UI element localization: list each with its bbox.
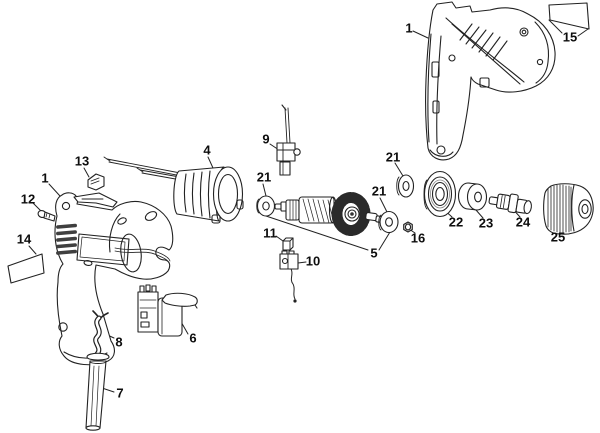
callout-21-bearing-front: 21 xyxy=(256,169,272,185)
switch-drawing xyxy=(137,284,198,337)
callout-23-washer: 23 xyxy=(478,215,494,231)
callout-16-nut: 16 xyxy=(410,230,426,246)
callout-21-bearing-upper: 21 xyxy=(385,149,401,165)
callout-14-side-label: 14 xyxy=(16,231,32,247)
callout-21-bearing-rear: 21 xyxy=(371,183,387,199)
bearing-upper-drawing xyxy=(396,174,415,198)
bearing-rear-drawing xyxy=(378,210,399,234)
callout-6-switch: 6 xyxy=(189,330,197,346)
spindle-drawing xyxy=(488,193,532,215)
chuck-drawing xyxy=(543,183,594,235)
brush-assembly-upper-drawing xyxy=(276,104,301,176)
callout-25-chuck: 25 xyxy=(550,229,566,245)
ball-bearing-drawing xyxy=(423,170,457,218)
bearing-front-drawing xyxy=(256,195,276,217)
callout-1-front-housing: 1 xyxy=(41,170,49,186)
callout-4-field-stator: 4 xyxy=(203,142,211,158)
callout-9-brush-assembly-upper: 9 xyxy=(262,131,270,147)
callout-1-rear-housing: 1 xyxy=(405,20,413,36)
screw-drawing xyxy=(37,209,56,222)
nameplate-label-drawing xyxy=(548,2,590,30)
callout-13-button: 13 xyxy=(74,153,90,169)
callout-24-spindle: 24 xyxy=(515,214,531,230)
front-housing-drawing xyxy=(54,192,174,366)
callout-15-nameplate-label: 15 xyxy=(562,29,578,45)
button-drawing xyxy=(87,173,105,191)
side-label-drawing xyxy=(7,253,45,284)
callout-5-armature: 5 xyxy=(370,245,378,261)
armature-drawing xyxy=(274,192,382,236)
callout-22-ball-bearing: 22 xyxy=(448,214,464,230)
callout-8-cord: 8 xyxy=(115,334,123,350)
rear-housing-drawing xyxy=(425,1,556,161)
cord-drawing xyxy=(92,310,109,357)
washer-drawing xyxy=(457,182,488,211)
field-stator-drawing xyxy=(173,166,244,224)
nut-drawing xyxy=(403,221,413,233)
callout-7-cord-protector: 7 xyxy=(116,385,124,401)
brush-assembly-lower-drawing xyxy=(279,250,299,303)
callout-12-screw: 12 xyxy=(20,191,36,207)
callout-11-brush: 11 xyxy=(263,225,277,241)
callout-10-brush-assembly-lower: 10 xyxy=(305,253,321,269)
cord-protector-drawing xyxy=(85,352,110,431)
brush-drawing xyxy=(282,237,294,251)
